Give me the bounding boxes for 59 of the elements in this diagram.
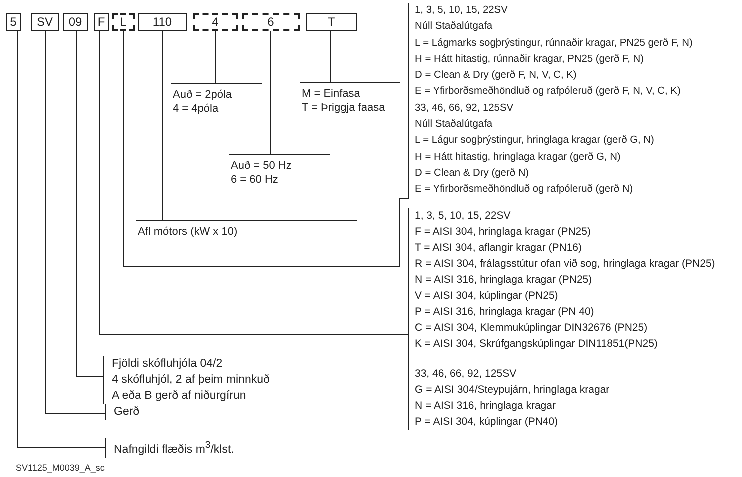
description-text: L = Lágmarks sogþrýstingur, rúnnaðir kragar, PN25 gerð F, N)	[415, 36, 694, 51]
description-text: Fjöldi skófluhjóla 04/2	[112, 357, 224, 372]
description-text: Auð = 2póla	[173, 88, 234, 102]
description-text: K = AISI 304, Skrúfgangskúplingar DIN11851(PN25)	[415, 337, 659, 352]
rule-line	[136, 220, 357, 239]
bracket-line	[408, 208, 718, 430]
optional-code-box: 4	[193, 13, 238, 31]
description-text: P = AISI 316, hringlaga kragar (PN 40)	[415, 305, 596, 320]
description-text: 1, 3, 5, 10, 15, 22SV	[415, 209, 512, 224]
code-box: T	[306, 13, 357, 31]
description-text: V = AISI 304, kúplingar (PN25)	[415, 289, 560, 304]
description-text: M = Einfasa	[302, 87, 362, 101]
code-box: 110	[138, 13, 187, 31]
leader-line	[18, 30, 106, 448]
description-text: F = AISI 304, hringlaga kragar (PN25)	[415, 225, 592, 240]
code-box: SV	[31, 13, 59, 31]
leader-line	[330, 30, 332, 82]
description-text: 6 = 60 Hz	[231, 173, 280, 187]
description-text: N = AISI 316, hringlaga kragar (PN25)	[415, 273, 594, 288]
description-text: E = Yfirborðsmeðhöndluð og rafpóleruð (gerð N)	[415, 183, 634, 198]
description-text: H = Hátt hitastig, hringlaga kragar (gerð G, N)	[415, 150, 622, 165]
description-text: 4 = 4póla	[173, 102, 220, 116]
description-text: N = AISI 316, hringlaga kragar	[415, 399, 557, 414]
description-text: Auð = 50 Hz	[231, 159, 293, 173]
description-text: Núll Staðalútgafa	[415, 20, 494, 34]
description-text: D = Clean & Dry (gerð N)	[415, 166, 530, 181]
description-text: E = Yfirborðsmeðhöndluð og rafpóleruð (gerð F, N, V, C, K)	[415, 85, 682, 100]
code-box: 09	[63, 13, 88, 31]
leader-line	[124, 30, 408, 268]
description-text: 33, 46, 66, 92, 125SV	[415, 367, 518, 382]
leader-line	[76, 30, 104, 378]
description-text: Afl mótors (kW x 10)	[138, 225, 239, 239]
description-text: G = AISI 304/Steypujárn, hringlaga kragar	[415, 383, 611, 398]
leader-line	[100, 30, 408, 336]
description-text: A eða B gerð af niðurgírun	[112, 389, 248, 404]
drawing-reference: SV1125_M0039_A_sc	[16, 463, 105, 473]
description-text: H = Hátt hitastig, rúnnaðir kragar, PN25 (gerð F, N)	[415, 52, 646, 67]
rule-line	[171, 83, 262, 116]
optional-code-box: L	[112, 13, 135, 31]
description-text: T = AISI 304, aflangir kragar (PN16)	[415, 241, 584, 256]
leader-line	[46, 30, 106, 414]
description-text: 33, 46, 66, 92, 125SV	[415, 102, 515, 116]
code-box: 5	[6, 13, 21, 31]
description-text: L = Lágur sogþrýstingur, hringlaga kragar (gerð G, N)	[415, 134, 656, 148]
description-text: 1, 3, 5, 10, 15, 22SV	[415, 4, 509, 18]
description-text: R = AISI 304, frálagsstútur ofan við sog, hringlaga kragar (PN25)	[415, 257, 716, 272]
description-text: T = Þriggja faasa	[302, 101, 386, 115]
description-text: C = AISI 304, Klemmukúplingar DIN32676 (PN25)	[415, 321, 649, 336]
description-text: Núll Staðalútgafa	[415, 118, 494, 132]
description-text: P = AISI 304, kúplingar (PN40)	[415, 415, 560, 430]
leader-line	[270, 30, 272, 154]
description-text: Nafngildi flæðis m$^{3}$/klst.	[114, 439, 236, 458]
code-box: F	[94, 13, 109, 31]
description-text: 4 skófluhjól, 2 af þeim minnkuð	[112, 373, 271, 388]
description-text: Gerð	[114, 405, 141, 420]
description-text: D = Clean & Dry (gerð F, N, V, C, K)	[415, 69, 578, 84]
optional-code-box: 6	[242, 13, 300, 31]
leader-line	[162, 30, 164, 220]
rule-line	[300, 82, 400, 115]
